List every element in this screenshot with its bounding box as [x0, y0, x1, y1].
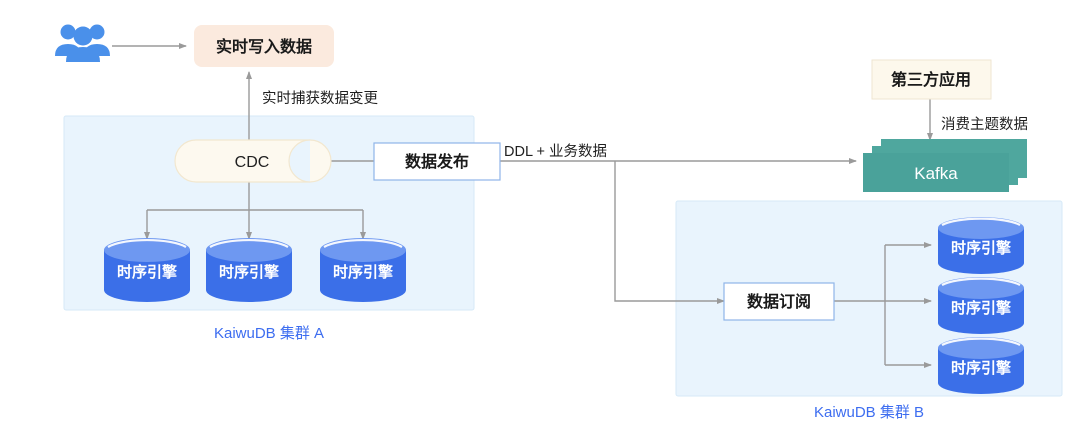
data-publish-node[interactable]: 数据发布 — [373, 142, 501, 181]
third-party-app-label: 第三方应用 — [891, 70, 971, 89]
cluster-a-label: KaiwuDB 集群 A — [214, 325, 324, 342]
cluster-b-engine-1[interactable]: 时序引擎 — [938, 217, 1024, 274]
cdc-node[interactable]: CDC — [174, 139, 332, 183]
cluster-a-engine-3[interactable]: 时序引擎 — [320, 238, 406, 302]
cluster-a-engine-3-label: 时序引擎 — [333, 263, 393, 281]
kafka-label: Kafka — [914, 164, 958, 183]
users-group-icon — [55, 24, 110, 62]
cluster-b-engine-3-label: 时序引擎 — [951, 359, 1011, 377]
realtime-write-label: 实时写入数据 — [216, 37, 312, 56]
realtime-write-node[interactable]: 实时写入数据 — [194, 25, 334, 67]
cluster-b-label: KaiwuDB 集群 B — [814, 404, 924, 421]
edge-label-consume-topic: 消费主题数据 — [941, 116, 1028, 133]
edge-label-ddl-business: DDL + 业务数据 — [504, 143, 607, 160]
cdc-label: CDC — [235, 154, 270, 171]
data-publish-label: 数据发布 — [405, 152, 469, 171]
cluster-a-engine-2[interactable]: 时序引擎 — [206, 238, 292, 302]
cluster-a-engine-1[interactable]: 时序引擎 — [104, 238, 190, 302]
third-party-app-node[interactable]: 第三方应用 — [871, 59, 992, 100]
cluster-b-engine-1-label: 时序引擎 — [951, 239, 1011, 257]
edge-publish-to-subscribe — [614, 161, 725, 304]
kafka-node[interactable]: Kafka — [863, 139, 1027, 192]
cluster-b-engine-2-label: 时序引擎 — [951, 299, 1011, 317]
cluster-b-engine-2[interactable]: 时序引擎 — [938, 277, 1024, 334]
data-subscribe-node[interactable]: 数据订阅 — [723, 282, 835, 321]
cluster-a-engine-1-label: 时序引擎 — [117, 263, 177, 281]
cluster-a-engine-2-label: 时序引擎 — [219, 263, 279, 281]
edge-label-capture-change: 实时捕获数据变更 — [262, 90, 378, 107]
cluster-b-engine-3[interactable]: 时序引擎 — [938, 337, 1024, 394]
data-subscribe-label: 数据订阅 — [747, 292, 811, 311]
